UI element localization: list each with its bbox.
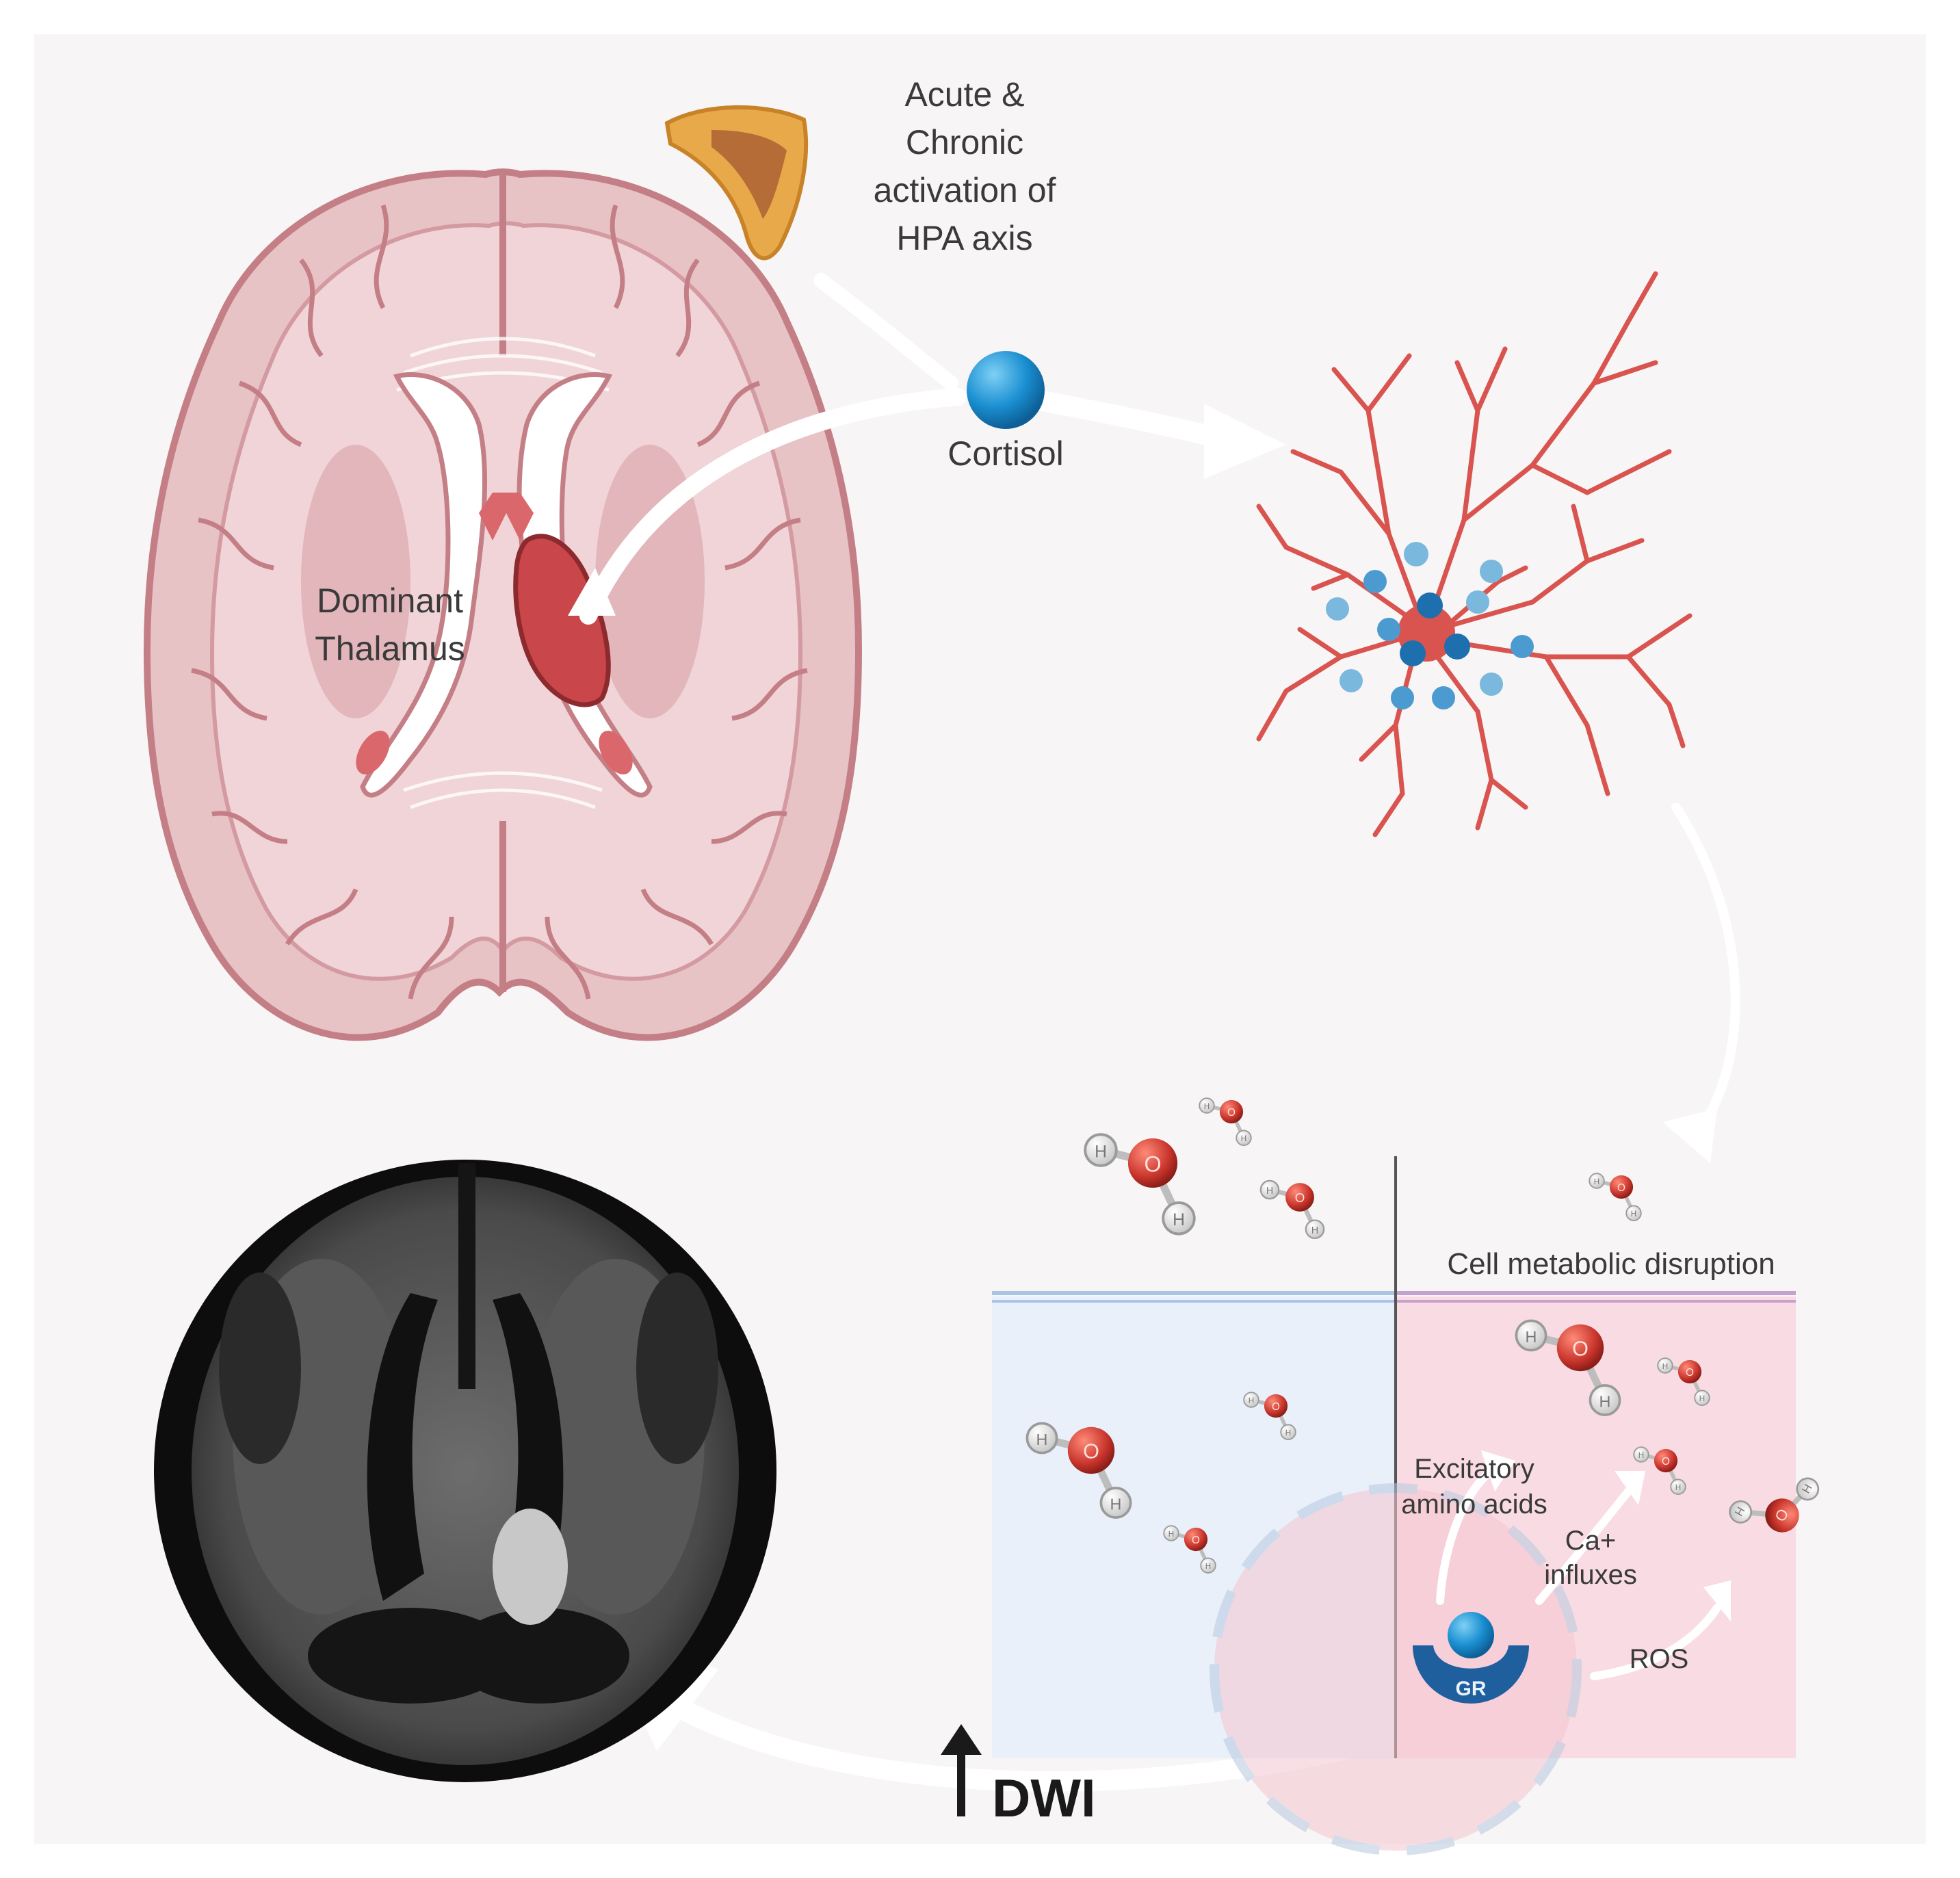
brain-cortex-inner: [209, 221, 803, 981]
lateral-ventricle-left: [360, 372, 488, 798]
cortisol-molecule: [967, 351, 1045, 429]
thalamus-label-line1: Dominant: [317, 582, 463, 620]
arrowhead-eaa: [1481, 1450, 1515, 1491]
cortisol-label: Cortisol: [948, 434, 1063, 473]
brain-illustration: Dominant Thalamus: [143, 168, 863, 1041]
arrow-astrocyte-to-cell: [1671, 803, 1740, 1140]
astrocyte: [1256, 271, 1693, 837]
hpa-label-line3: activation of: [874, 171, 1056, 209]
nucleus: [1210, 1483, 1582, 1855]
excitatory-label-line1: Excitatory: [1414, 1454, 1534, 1484]
fornix-marks: [479, 493, 534, 540]
arrow-adrenal-to-cortisol: [813, 273, 958, 391]
ros-label: ROS: [1630, 1644, 1689, 1674]
dwi-label: DWI: [992, 1768, 1096, 1828]
arrow-cortisol-to-thalamus: [579, 388, 967, 625]
arrow-cortisol-to-astrocyte: [1009, 387, 1228, 448]
ca-label-line2: influxes: [1544, 1560, 1637, 1590]
thalamus-label-line2: Thalamus: [315, 629, 465, 668]
adrenal-gland: [664, 105, 809, 261]
dwi-mri-scan: [154, 1160, 776, 1782]
gyri: [191, 204, 808, 1000]
up-arrowhead-icon: [941, 1724, 982, 1755]
astrocyte-cortisol-dots: [1326, 542, 1534, 709]
lateral-ventricle-right: [517, 372, 653, 798]
metabolic-label: Cell metabolic disruption: [1447, 1247, 1775, 1281]
ca-label-line1: Ca+: [1565, 1526, 1617, 1556]
cell-pathway-arrows: [1436, 1467, 1721, 1680]
gr-label: GR: [1456, 1678, 1487, 1700]
dwi-indicator: DWI: [941, 1724, 1096, 1828]
excitatory-label-line2: amino acids: [1401, 1489, 1547, 1520]
dominant-thalamus: [513, 534, 611, 707]
hyperintense-thalamus: [493, 1509, 568, 1625]
cortisol-bound: [1448, 1612, 1494, 1658]
arrowhead-cell: [1662, 1108, 1717, 1163]
hpa-label-line1: Acute &: [904, 75, 1024, 114]
arrowhead-astrocyte: [1204, 404, 1286, 479]
hippocampus-left: [356, 731, 390, 774]
gr-receptor: GR: [1413, 1612, 1529, 1704]
hippocampus-right: [599, 731, 633, 774]
arrowhead-ros: [1703, 1580, 1731, 1621]
hpa-label-line2: Chronic: [906, 123, 1023, 161]
hpa-label-line4: HPA axis: [896, 219, 1032, 257]
basal-ganglia-left: [301, 445, 410, 718]
arrowhead-ca: [1615, 1471, 1645, 1505]
arrowhead-thalamus: [568, 568, 616, 616]
basal-ganglia-right: [595, 445, 705, 718]
